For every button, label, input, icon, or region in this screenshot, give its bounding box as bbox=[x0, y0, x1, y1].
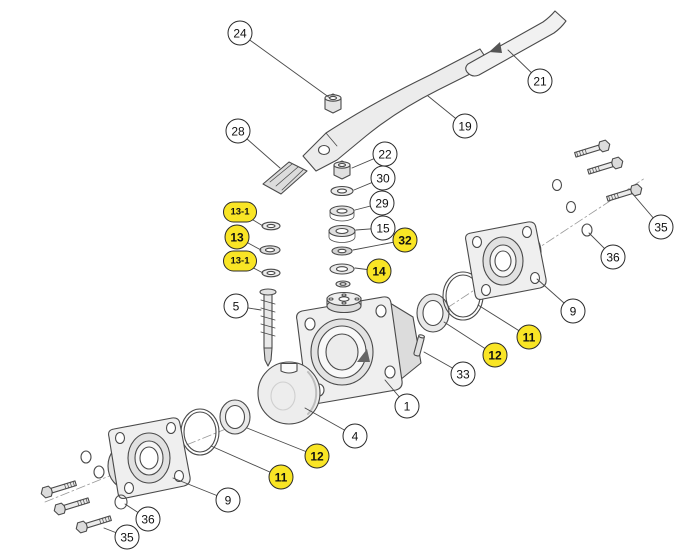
callout-9[interactable]: 9 bbox=[560, 298, 586, 324]
callout-13-1[interactable]: 13-1 bbox=[223, 250, 257, 272]
callout-36[interactable]: 36 bbox=[135, 506, 161, 532]
callout-12[interactable]: 12 bbox=[482, 342, 508, 368]
callout-5[interactable]: 5 bbox=[223, 293, 249, 319]
stem-stack-drawing bbox=[328, 160, 356, 288]
callout-22[interactable]: 22 bbox=[372, 141, 398, 167]
valve-body-drawing bbox=[296, 291, 422, 405]
callout-33[interactable]: 33 bbox=[450, 361, 476, 387]
flange-left-drawing bbox=[107, 417, 191, 499]
callout-32[interactable]: 32 bbox=[392, 227, 418, 253]
callout-13[interactable]: 13 bbox=[224, 224, 250, 250]
callout-12[interactable]: 12 bbox=[304, 443, 330, 469]
callout-19[interactable]: 19 bbox=[452, 113, 478, 139]
callout-35[interactable]: 35 bbox=[648, 214, 674, 240]
callout-29[interactable]: 29 bbox=[369, 190, 395, 216]
callout-14[interactable]: 14 bbox=[366, 258, 392, 284]
callout-11[interactable]: 11 bbox=[268, 464, 294, 490]
handle-lever-drawing bbox=[302, 48, 491, 172]
callout-36[interactable]: 36 bbox=[600, 244, 626, 270]
seat-right-drawing bbox=[416, 293, 450, 333]
bolts-bottom-left-drawing bbox=[39, 477, 113, 535]
handle-grip-drawing bbox=[465, 10, 567, 77]
callout-1[interactable]: 1 bbox=[394, 393, 420, 419]
callout-30[interactable]: 30 bbox=[370, 165, 396, 191]
body-logo-icon bbox=[357, 349, 370, 362]
oring-left-drawing bbox=[180, 408, 220, 456]
callout-21[interactable]: 21 bbox=[527, 68, 553, 94]
washers-top-right-drawing bbox=[551, 178, 593, 237]
stem-drawing bbox=[259, 288, 277, 367]
seat-left-drawing bbox=[219, 399, 251, 435]
callout-4[interactable]: 4 bbox=[342, 423, 368, 449]
ball-drawing bbox=[257, 361, 321, 425]
stem-seal-rings-drawing bbox=[259, 221, 281, 278]
locking-clip-drawing bbox=[262, 161, 308, 195]
flange-right-drawing bbox=[465, 221, 547, 300]
callout-15[interactable]: 15 bbox=[370, 215, 396, 241]
callout-9[interactable]: 9 bbox=[215, 487, 241, 513]
washers-bottom-left-drawing bbox=[80, 450, 128, 510]
callout-28[interactable]: 28 bbox=[225, 118, 251, 144]
brand-logo-icon bbox=[489, 42, 502, 53]
callout-24[interactable]: 24 bbox=[227, 20, 253, 46]
callout-13-1[interactable]: 13-1 bbox=[223, 201, 257, 223]
callout-11[interactable]: 11 bbox=[516, 324, 542, 350]
stem-nut-drawing bbox=[324, 93, 342, 114]
pin-drawing bbox=[413, 334, 426, 357]
callout-35[interactable]: 35 bbox=[114, 524, 140, 550]
